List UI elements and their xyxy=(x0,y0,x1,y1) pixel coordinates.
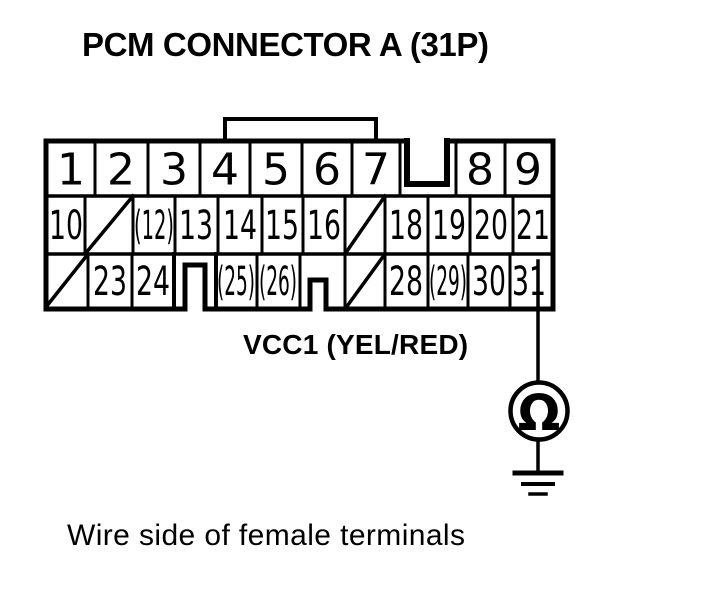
terminal-28: 28 xyxy=(389,259,423,305)
cell-borders-row1 xyxy=(93,139,507,198)
cell-borders-row2 xyxy=(83,194,515,256)
wire-signal-label: VCC1 (YEL/RED) xyxy=(243,329,469,360)
terminal-31: 31 xyxy=(512,259,546,305)
terminal-24: 24 xyxy=(136,259,170,305)
terminal-13: 13 xyxy=(179,203,213,249)
top-keyway-notch xyxy=(404,138,450,187)
terminal-4: 4 xyxy=(211,145,239,196)
terminal-12: (12) xyxy=(134,203,174,249)
terminal-numbers-row1: 1 2 3 4 5 6 7 8 9 xyxy=(57,145,542,196)
ohmmeter-symbol: Ω xyxy=(518,384,561,442)
terminal-25: (25) xyxy=(217,259,255,305)
terminal-23: 23 xyxy=(93,259,127,305)
terminal-15: 15 xyxy=(265,203,299,249)
no-terminal-slash-27 xyxy=(342,251,388,312)
connector-top-tab xyxy=(223,117,378,143)
terminal-20: 20 xyxy=(474,203,508,249)
ohmmeter: Ω xyxy=(508,380,570,442)
terminal-9: 9 xyxy=(514,145,542,196)
terminal-1: 1 xyxy=(57,145,85,196)
terminal-7: 7 xyxy=(362,145,390,196)
diagram-title: PCM CONNECTOR A (31P) xyxy=(82,26,489,63)
caption: Wire side of female terminals xyxy=(67,519,466,552)
ground-symbol xyxy=(512,470,564,496)
terminal-8: 8 xyxy=(466,145,494,196)
terminal-10: 10 xyxy=(49,203,83,249)
no-terminal-slash-11 xyxy=(82,193,136,257)
terminal-21: 21 xyxy=(516,203,550,249)
terminal-3: 3 xyxy=(160,145,188,196)
terminal-14: 14 xyxy=(223,203,257,249)
bottom-keyway-slot-1 xyxy=(182,262,208,312)
terminal-30: 30 xyxy=(472,259,506,305)
terminal-numbers-row3: 23 24 (25) (26) 28 (29) 30 31 xyxy=(93,259,546,305)
cell-borders-row3 xyxy=(86,252,512,311)
terminal-16: 16 xyxy=(307,203,341,249)
no-terminal-slash-22 xyxy=(43,251,91,310)
connector-outline xyxy=(43,117,556,312)
bottom-keyway-slot-2 xyxy=(307,277,329,312)
no-terminal-slash-17 xyxy=(342,193,388,257)
terminal-numbers-row2: 10 (12) 13 14 15 16 18 19 20 21 xyxy=(49,203,550,249)
terminal-2: 2 xyxy=(107,145,135,196)
terminal-18: 18 xyxy=(389,203,423,249)
terminal-19: 19 xyxy=(432,203,466,249)
terminal-29: (29) xyxy=(429,259,467,305)
terminal-5: 5 xyxy=(262,145,290,196)
terminal-6: 6 xyxy=(313,145,341,196)
terminal-26: (26) xyxy=(259,259,297,305)
blocked-terminal-slashes xyxy=(43,193,388,312)
